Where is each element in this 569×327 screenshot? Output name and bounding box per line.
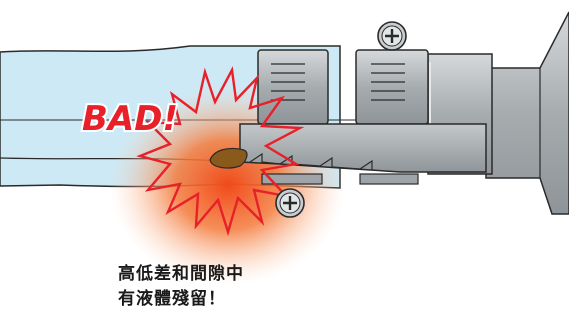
caption-line-1: 高低差和間隙中 <box>118 264 244 284</box>
bad-label: BAD! <box>82 99 178 139</box>
clamp-pad-right <box>359 173 419 185</box>
caption: 高低差和間隙中 有液體殘留！ <box>118 262 244 312</box>
hose-clamp-right <box>355 49 429 125</box>
clamp-pad-left <box>261 173 323 185</box>
screw-head-icon <box>275 188 305 218</box>
burst-icon <box>136 66 305 237</box>
fitting-housing <box>485 11 569 215</box>
caption-line-2: 有液體殘留！ <box>118 289 226 309</box>
residue-blob <box>209 147 248 169</box>
screw-head-icon <box>377 21 407 51</box>
clamp-ribs <box>271 63 405 101</box>
insert-pipe <box>239 123 487 173</box>
pipe-barbs <box>249 152 373 170</box>
hose-clamp-left <box>257 49 329 125</box>
